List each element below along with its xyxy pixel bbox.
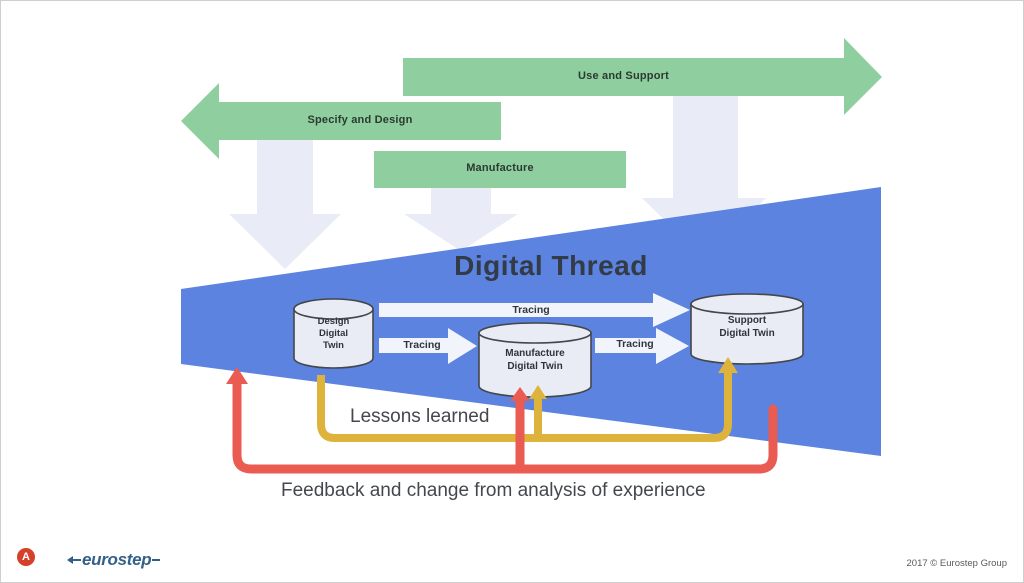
design-twin-label: Design Digital Twin <box>317 316 350 351</box>
red-arrowhead-design-icon <box>226 367 248 384</box>
tracing-arrow-design-to-support <box>379 293 690 327</box>
digital-thread-title: Digital Thread <box>454 250 648 281</box>
use-and-support-label: Use and Support <box>577 70 669 82</box>
copyright-text: 2017 © Eurostep Group <box>906 558 1007 569</box>
tracing-top-label: Tracing <box>512 304 550 316</box>
digital-thread-wedge <box>181 187 881 456</box>
yellow-arrowhead-support-icon <box>718 357 738 373</box>
red-arrowhead-manufacture-icon <box>510 387 530 401</box>
lessons-learned-label: Lessons learned <box>350 406 490 427</box>
design-twin-cylinder <box>293 298 374 369</box>
yellow-arrowhead-manufacture-icon <box>529 385 547 399</box>
use-and-support-arrow <box>403 38 882 115</box>
logo-right-dash-icon <box>152 558 161 562</box>
support-twin-cylinder <box>690 293 804 365</box>
tracing-arrow-manufacture-to-support <box>595 328 689 364</box>
feedback-loop <box>226 367 778 474</box>
manufacture-label: Manufacture <box>466 162 534 174</box>
manufacture-twin-cylinder <box>478 322 592 398</box>
specify-and-design-arrow <box>181 83 501 159</box>
down-arrow-manufacture-icon <box>404 188 518 251</box>
tracing-left-label: Tracing <box>403 339 441 351</box>
eurostep-logo: eurostep <box>67 550 161 570</box>
tracing-arrow-design-to-manufacture <box>379 328 477 364</box>
manufacture-bar <box>374 151 626 188</box>
support-twin-label: Support Digital Twin <box>719 315 775 339</box>
feedback-label: Feedback and change from analysis of exp… <box>281 480 706 501</box>
eurostep-logo-text: eurostep <box>82 550 152 569</box>
specify-and-design-label: Specify and Design <box>307 114 413 126</box>
tracing-right-label: Tracing <box>616 338 654 350</box>
company-badge-icon: A <box>17 548 35 566</box>
logo-left-arrow-icon <box>67 556 81 564</box>
down-arrow-design-icon <box>229 102 341 269</box>
manufacture-twin-label: Manufacture Digital Twin <box>505 348 565 372</box>
